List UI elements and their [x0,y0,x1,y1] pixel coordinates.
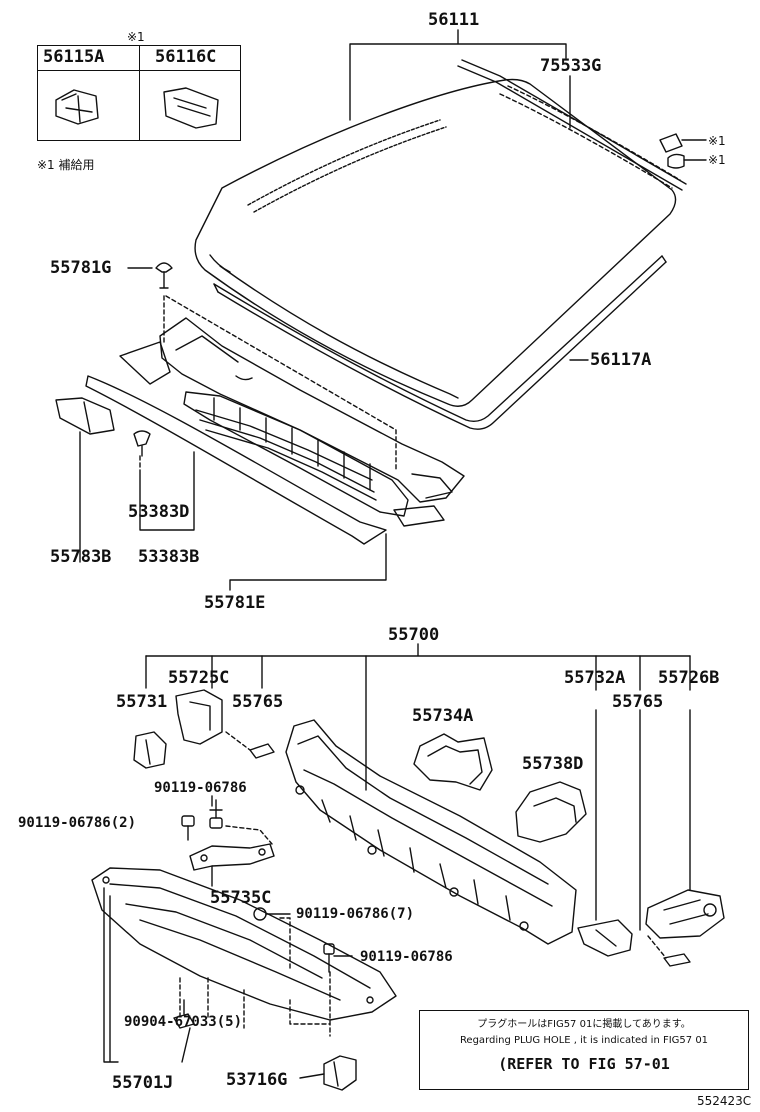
part-55700[interactable]: 55700 [388,625,440,645]
leader-56111 [349,29,567,121]
part-56116C[interactable]: 56116C [155,47,217,67]
part-55765-left[interactable]: 55765 [232,692,284,712]
bracket-55725C[interactable] [175,689,223,745]
moulding-75533G[interactable] [457,59,687,191]
nut-90904-67033[interactable] [173,999,195,1029]
bracket-55735C[interactable] [189,843,275,887]
part-55734A[interactable]: 55734A [412,706,474,726]
callout-marker-1: ※1 [708,134,726,148]
part-55783B[interactable]: 55783B [50,547,112,567]
bracket-53716G[interactable] [323,1055,357,1091]
reference-note-jp: プラグホールはFIG57 01に掲載してあります。 [477,1019,691,1030]
reference-note-box: プラグホールはFIG57 01に掲載してあります。 Regarding PLUG… [419,1010,749,1090]
part-75533G[interactable]: 75533G [540,56,602,76]
inset-parts-drawings [55,87,219,129]
part-55735C[interactable]: 55735C [210,888,272,908]
part-55781E[interactable]: 55781E [204,593,266,613]
part-90904-67033[interactable]: 90904-67033(5) [124,1014,243,1030]
part-53716G[interactable]: 53716G [226,1070,288,1090]
part-90119-06786-a[interactable]: 90119-06786 [154,780,247,796]
part-55725C[interactable]: 55725C [168,668,230,688]
cowl-ventilator-louver[interactable] [119,317,465,527]
pad-55765-left[interactable] [225,731,275,759]
leaders-lower [103,887,325,1079]
clip-53383D[interactable] [133,430,151,457]
moulding-56117A[interactable] [213,255,667,430]
assembly-dashes-top [139,295,397,471]
part-90119-06786-c[interactable]: 90119-06786(7) [296,906,415,922]
refer-to-fig-link[interactable]: (REFER TO FIG 57-01 [498,1055,670,1073]
seal-55734A[interactable] [413,733,493,791]
clip-parts[interactable] [659,133,707,169]
part-56117A[interactable]: 56117A [590,350,652,370]
leaders-top [79,267,387,591]
part-90119-06786-b[interactable]: 90119-06786(2) [18,815,137,831]
part-55765-right[interactable]: 55765 [612,692,664,712]
diagram-id: 552423C [697,1094,752,1108]
part-55731[interactable]: 55731 [116,692,168,712]
part-53383D[interactable]: 53383D [128,502,190,522]
part-56111[interactable]: 56111 [428,10,480,30]
bracket-55731[interactable] [133,731,167,769]
pad-55765-right[interactable] [647,935,691,967]
seal-55783B[interactable] [55,397,115,435]
bolt-90119-06786-d[interactable] [323,943,353,973]
bolt-90119-06786-a[interactable] [209,795,223,829]
part-53383B[interactable]: 53383B [138,547,200,567]
seal-strip-53383B[interactable] [85,375,387,545]
part-55732A[interactable]: 55732A [564,668,626,688]
bracket-55726B[interactable] [645,889,725,939]
seal-55738D[interactable] [515,781,587,843]
inset-marker: ※1 [127,30,145,44]
inset-footnote: ※1 補給用 [37,158,95,172]
windshield-glass[interactable] [194,78,677,407]
reference-note-en: Regarding PLUG HOLE , it is indicated in… [459,1035,709,1046]
bolt-90119-06786-c[interactable] [253,907,291,921]
part-55701J[interactable]: 55701J [112,1073,174,1093]
part-55781G[interactable]: 55781G [50,258,112,278]
under-cover-55701J[interactable] [91,867,397,1021]
bolt-90119-06786-b[interactable] [181,815,195,841]
leaders-55700 [145,643,691,931]
part-90119-06786-d[interactable]: 90119-06786 [360,949,453,965]
inset-divider [139,46,140,140]
cowl-panel-55700[interactable] [285,719,577,945]
part-56115A[interactable]: 56115A [43,47,105,67]
callout-marker-2: ※1 [708,153,726,167]
clip-55781G[interactable] [155,262,173,289]
supply-parts-inset [37,45,241,141]
part-55738D[interactable]: 55738D [522,754,584,774]
bracket-55732A[interactable] [577,919,633,957]
assembly-dashes-lower [179,825,331,1037]
part-55726B[interactable]: 55726B [658,668,720,688]
